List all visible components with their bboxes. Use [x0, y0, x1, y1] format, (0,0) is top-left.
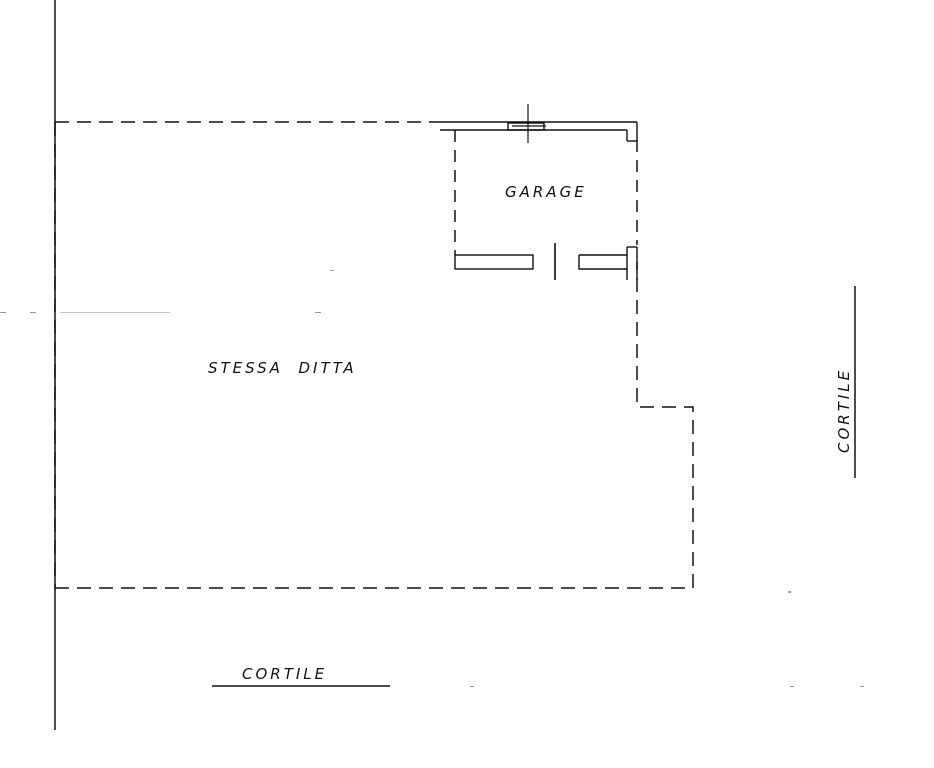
cortile-right-label: CORTILE — [835, 368, 853, 453]
stessa-ditta-label: STESSA DITTA — [208, 359, 357, 377]
cortile-bottom-label: CORTILE — [242, 665, 327, 683]
front-wall-right-segment — [578, 254, 628, 270]
scan-specks — [0, 270, 864, 687]
garage-top-wall — [440, 121, 638, 142]
top-wall-axis-mark — [512, 104, 546, 143]
garage-front-wall — [454, 243, 638, 280]
stessa-ditta-right-edge — [636, 262, 694, 588]
garage-label: GARAGE — [505, 183, 587, 201]
front-wall-left-segment — [454, 254, 534, 270]
